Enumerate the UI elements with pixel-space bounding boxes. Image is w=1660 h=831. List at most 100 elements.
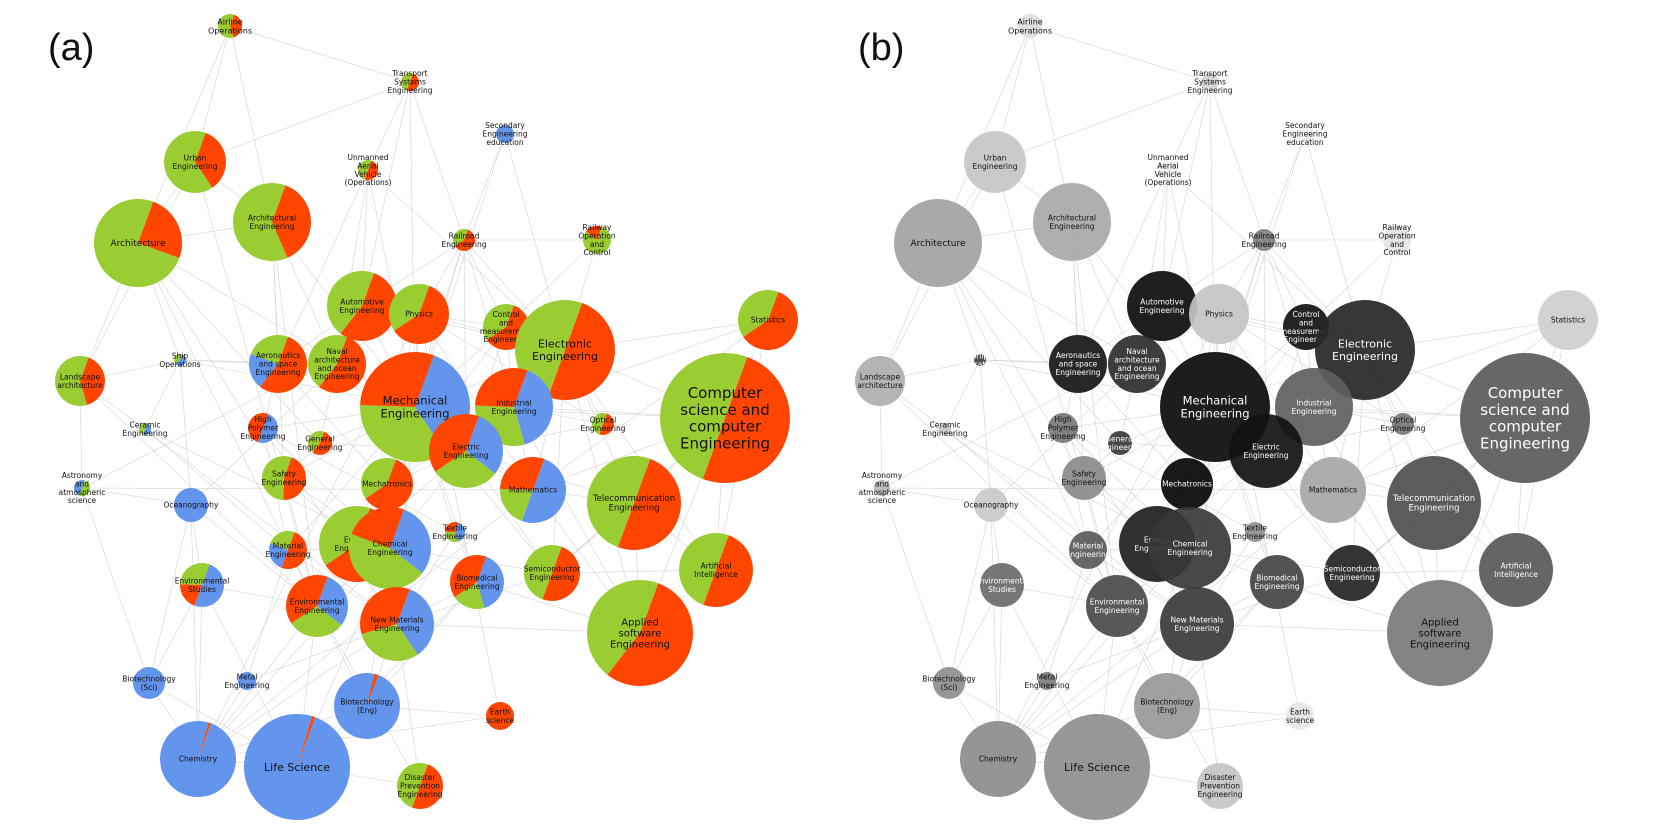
gray-circle xyxy=(1086,575,1148,637)
node-label: Physics xyxy=(1205,310,1233,319)
pie-slice-green xyxy=(679,533,729,605)
edge-oceanography-chemistry xyxy=(990,504,999,760)
pie-slice-blue xyxy=(269,543,288,568)
gray-circle xyxy=(1127,271,1197,341)
gray-circle xyxy=(894,199,982,287)
gray-circle xyxy=(1161,458,1213,510)
pie-slice-red xyxy=(272,185,312,258)
edge-ceramic-material xyxy=(944,428,1089,551)
pie-slice-blue xyxy=(175,354,187,367)
edge-astronomy-oceanography xyxy=(81,487,192,506)
pie-slice-green xyxy=(233,183,288,261)
node-statistics: Statistics xyxy=(1538,290,1598,350)
pie-slice-red xyxy=(406,73,420,92)
gray-circle xyxy=(1158,160,1178,180)
pie-slice-blue xyxy=(238,672,256,690)
gray-circle xyxy=(1479,533,1553,607)
panel-label-a: (a) xyxy=(48,27,94,69)
edge-urban-enveng xyxy=(194,161,318,607)
pie-slice-blue xyxy=(248,354,278,387)
node-mechatronics: Mechatronics xyxy=(361,458,413,511)
node-label: Chemistry xyxy=(979,755,1018,764)
gray-circle xyxy=(1387,456,1481,550)
pie-slice-red xyxy=(429,414,479,472)
edge-uav-aeronautics xyxy=(1077,169,1169,365)
pie-slice-green xyxy=(262,456,292,500)
pie-slice-blue xyxy=(496,125,514,143)
pie-slice-red xyxy=(585,225,602,240)
pie-slice-blue xyxy=(133,667,165,699)
node-label: Architecture xyxy=(110,239,166,249)
pie-slice-red xyxy=(445,522,459,532)
edge-statistics-mathematics xyxy=(532,319,769,491)
gray-circle xyxy=(1108,335,1166,393)
node-oceanography: Oceanography xyxy=(964,488,1019,522)
gray-circle xyxy=(1538,290,1598,350)
gray-circle xyxy=(1300,457,1366,523)
pie-slice-red xyxy=(351,506,405,548)
pie-slice-green xyxy=(174,354,183,364)
gray-circle xyxy=(1160,587,1234,661)
pie-slice-red xyxy=(198,722,212,759)
pie-slice-green xyxy=(308,431,325,453)
gray-circle xyxy=(1315,300,1415,400)
gray-circle xyxy=(933,667,965,699)
gray-circle xyxy=(1134,673,1200,739)
pie-slice-red xyxy=(281,532,307,569)
edge-transport-uav xyxy=(1167,81,1211,171)
pie-slice-green xyxy=(401,72,414,91)
gray-circle xyxy=(1229,414,1303,488)
gray-circle xyxy=(960,721,1036,797)
gray-circle xyxy=(1324,545,1380,601)
edge-astronomy-mathematics xyxy=(881,487,1334,491)
pie-slice-blue xyxy=(159,720,236,797)
edge-transport-urban xyxy=(194,81,411,163)
node-statistics: Statistics xyxy=(738,289,798,350)
pie-slice-green xyxy=(396,762,428,808)
pie-slice-green xyxy=(361,624,418,661)
